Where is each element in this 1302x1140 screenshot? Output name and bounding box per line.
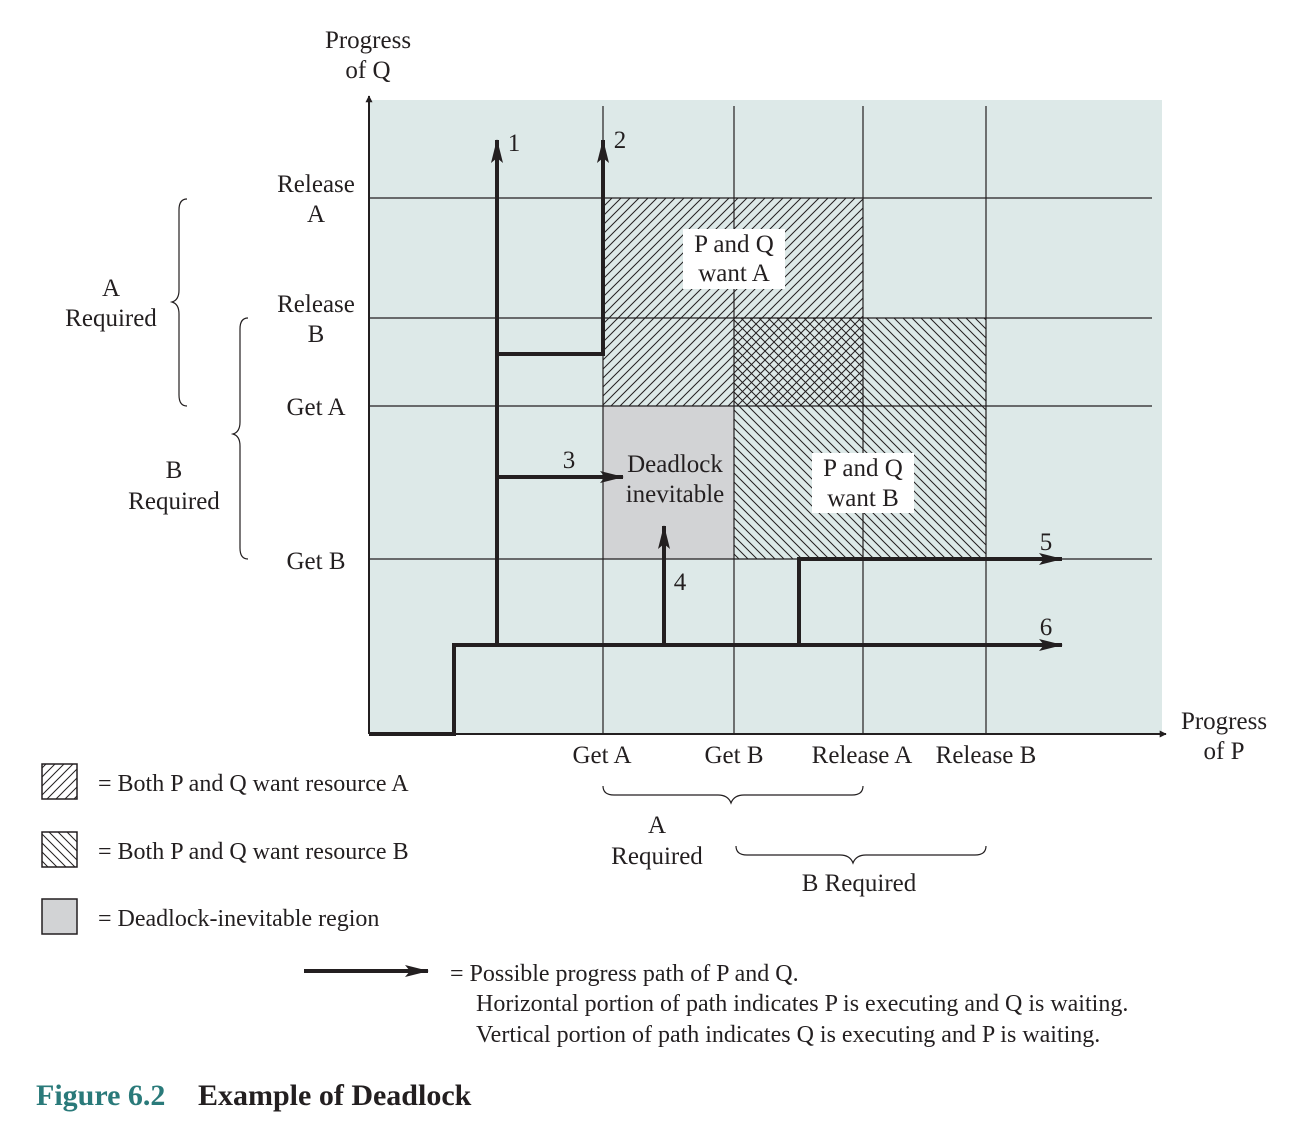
want-b-region xyxy=(734,318,986,559)
x-label-get-b: Get B xyxy=(704,742,763,769)
left-brace-b xyxy=(230,317,249,560)
legend-path-text-line3: Vertical portion of path indicates Q is … xyxy=(476,1022,1100,1048)
bottom-brace-b-label: B Required xyxy=(802,870,917,897)
progress-paths xyxy=(369,139,1063,736)
deadlock-label-line1: Deadlock xyxy=(627,451,723,478)
legend-want-b-text: = Both P and Q want resource B xyxy=(98,839,409,865)
legend-swatch-deadlock xyxy=(41,898,78,935)
x-label-release-a: Release A xyxy=(812,742,913,769)
y-label-release-b-line2: B xyxy=(308,321,325,348)
deadlock-label-line2: inevitable xyxy=(626,481,725,508)
path-2 xyxy=(497,139,609,356)
path-label-4: 4 xyxy=(674,569,687,596)
bottom-brace-b xyxy=(735,845,987,865)
left-brace-b-label-line2: Required xyxy=(128,488,220,515)
base-path xyxy=(369,639,1063,736)
left-brace-a-label-line2: Required xyxy=(65,305,157,332)
y-label-release-a-line2: A xyxy=(307,201,325,228)
y-label-release-a-line1: Release xyxy=(277,171,355,198)
path-5 xyxy=(797,553,1063,645)
legend-deadlock-text: = Deadlock-inevitable region xyxy=(98,906,379,932)
legend-path-text-line1: = Possible progress path of P and Q. xyxy=(450,961,799,987)
x-axis-title-line1: Progress xyxy=(1181,708,1267,735)
want-b-label-line2: want B xyxy=(827,485,899,512)
bottom-brace-a-label-line1: A xyxy=(648,812,666,839)
path-label-2: 2 xyxy=(614,127,627,154)
path-label-6: 6 xyxy=(1040,614,1053,641)
figure-number: Figure 6.2 xyxy=(36,1079,165,1112)
x-label-get-a: Get A xyxy=(572,742,631,769)
path-label-5: 5 xyxy=(1040,529,1053,556)
want-a-label-line2: want A xyxy=(698,260,770,287)
want-b-label-line1: P and Q xyxy=(823,455,903,482)
legend-swatch-want-a xyxy=(41,763,78,800)
legend-swatch-want-b xyxy=(41,831,78,868)
want-a-label-box xyxy=(683,229,785,289)
y-axis-title-line2: of Q xyxy=(345,57,390,84)
legend-path-text-line2: Horizontal portion of path indicates P i… xyxy=(476,991,1128,1017)
left-brace-b-label-line1: B xyxy=(166,457,183,484)
figure-title: Example of Deadlock xyxy=(198,1079,472,1112)
y-axis-title-line1: Progress xyxy=(325,27,411,54)
path-label-3: 3 xyxy=(563,447,576,474)
legend: = Both P and Q want resource A = Both P … xyxy=(41,763,1128,1048)
x-axis-title-line2: of P xyxy=(1204,738,1245,765)
y-label-release-b-line1: Release xyxy=(277,291,355,318)
path-label-1: 1 xyxy=(508,130,521,157)
left-brace-a xyxy=(169,198,188,407)
y-label-get-a: Get A xyxy=(286,394,345,421)
legend-want-a-text: = Both P and Q want resource A xyxy=(98,771,409,797)
want-b-label-box xyxy=(812,453,914,513)
bottom-brace-a xyxy=(602,785,864,805)
bottom-brace-a-label-line2: Required xyxy=(611,843,703,870)
braces xyxy=(169,198,987,865)
x-label-release-b: Release B xyxy=(936,742,1037,769)
left-brace-a-label-line1: A xyxy=(102,275,120,302)
y-label-get-b: Get B xyxy=(286,548,345,575)
want-a-label-line1: P and Q xyxy=(694,231,774,258)
